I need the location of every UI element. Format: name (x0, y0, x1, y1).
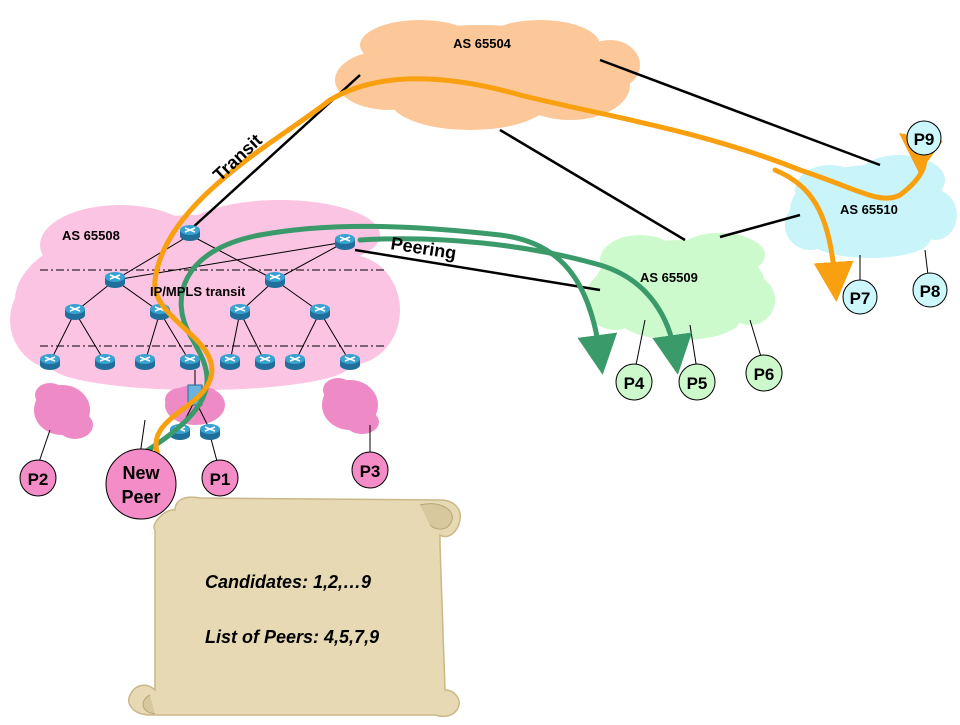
peer-p7[interactable]: P7 (842, 279, 878, 315)
router (64, 303, 86, 321)
new-peer-label-line1: New (122, 463, 160, 483)
as-links (189, 58, 881, 292)
peer-p1[interactable]: P1 (201, 459, 239, 497)
as65508-label: AS 65508 (62, 228, 120, 243)
peer-label: P4 (624, 374, 645, 393)
peer-label: P3 (360, 462, 381, 481)
peer-new[interactable]: New Peer (105, 448, 177, 520)
list-of-peers-text: List of Peers: 4,5,7,9 (205, 627, 379, 647)
router (339, 353, 361, 371)
router (229, 303, 251, 321)
peer-p8[interactable]: P8 (912, 272, 948, 308)
peer-label: P1 (210, 470, 231, 489)
router (199, 423, 221, 441)
router (39, 353, 61, 371)
peer-p4[interactable]: P4 (615, 363, 653, 401)
new-peer-label-line2: Peer (121, 487, 160, 507)
router (309, 303, 331, 321)
ip-mpls-transit-label: IP/MPLS transit (150, 284, 246, 299)
peer-p2[interactable]: P2 (19, 459, 57, 497)
peer-p5[interactable]: P5 (678, 363, 716, 401)
candidates-text: Candidates: 1,2,…9 (205, 572, 371, 592)
peer-p9[interactable]: P9 (906, 120, 942, 156)
scroll: Candidates: 1,2,…9 List of Peers: 4,5,7,… (128, 496, 462, 718)
router (264, 271, 286, 289)
peer-label: P5 (687, 374, 708, 393)
peer-p6[interactable]: P6 (745, 354, 783, 392)
peer-label: P6 (754, 365, 775, 384)
router (94, 353, 116, 371)
router (104, 271, 126, 289)
router (179, 353, 201, 371)
router (179, 224, 201, 242)
router (219, 353, 241, 371)
peer-label: P9 (914, 130, 935, 149)
p3-subcloud (322, 378, 379, 434)
as65509-label: AS 65509 (640, 270, 698, 285)
p2-subcloud (34, 383, 93, 439)
peer-label: P2 (28, 470, 49, 489)
peer-p3[interactable]: P3 (351, 451, 389, 489)
as65504-label: AS 65504 (453, 36, 512, 51)
as65508-cloud (10, 200, 400, 390)
green-path (137, 223, 692, 458)
as65509-cloud (585, 233, 775, 340)
as65510-label: AS 65510 (840, 202, 898, 217)
peer-label: P7 (850, 289, 871, 308)
router (134, 353, 156, 371)
router (334, 233, 356, 251)
orange-path (152, 76, 944, 463)
transit-label: Transit (209, 130, 266, 185)
tier-separators (40, 269, 385, 347)
peer-label: P8 (920, 282, 941, 301)
router (284, 353, 306, 371)
router (254, 353, 276, 371)
